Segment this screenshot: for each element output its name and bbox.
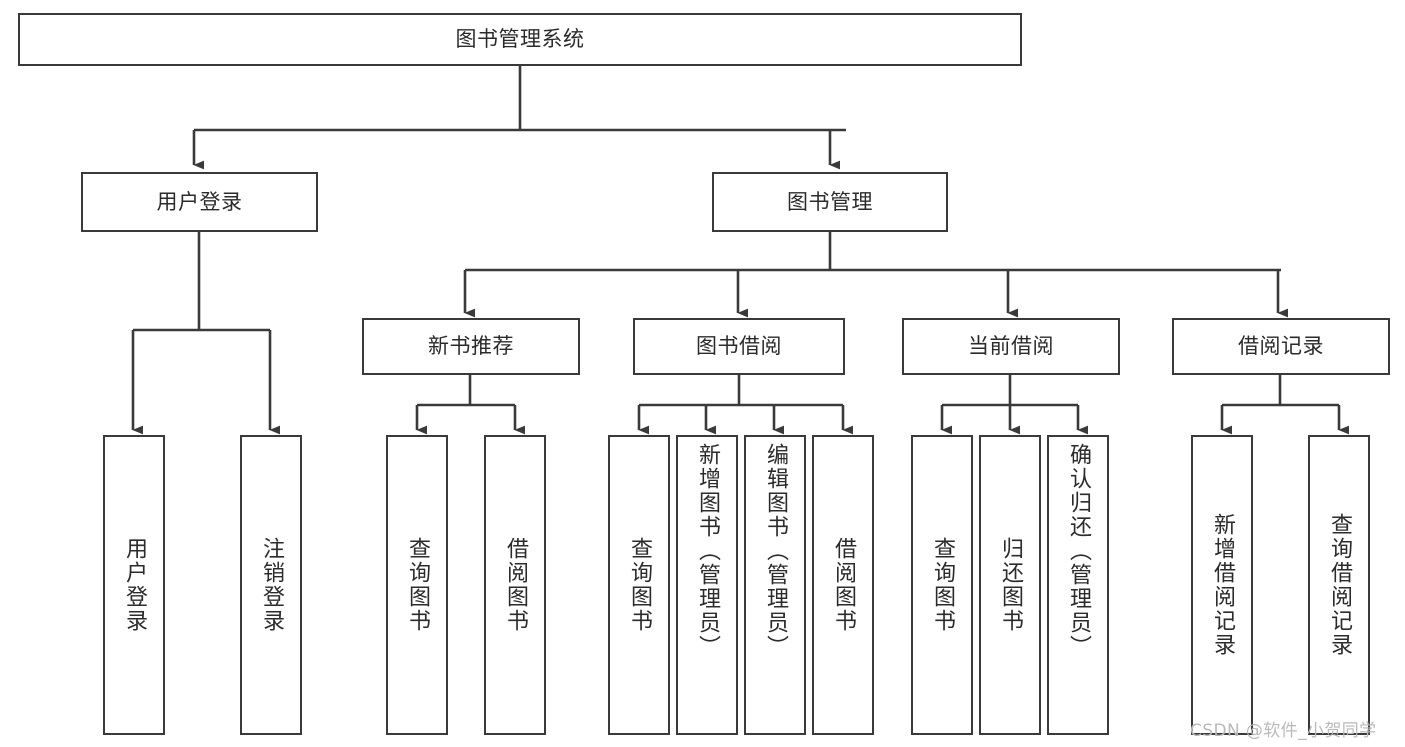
leaf-return-book[interactable]: 归还图书 <box>979 435 1041 735</box>
node-book-manage[interactable]: 图书管理 <box>712 172 948 232</box>
leaf-confirm-return-admin-label: 确认归还（管理员） <box>1066 443 1091 659</box>
leaf-query-book-1[interactable]: 查询图书 <box>386 435 448 735</box>
leaf-logout[interactable]: 注销登录 <box>240 435 302 735</box>
node-current-borrow[interactable]: 当前借阅 <box>902 318 1120 375</box>
leaf-query-book-2[interactable]: 查询图书 <box>608 435 670 735</box>
leaf-confirm-return-admin[interactable]: 确认归还（管理员） <box>1047 435 1109 735</box>
leaf-query-book-3[interactable]: 查询图书 <box>911 435 973 735</box>
leaf-query-book-2-label: 查询图书 <box>627 537 652 633</box>
leaf-borrow-book-2[interactable]: 借阅图书 <box>812 435 874 735</box>
leaf-add-borrow-record[interactable]: 新增借阅记录 <box>1191 435 1253 735</box>
node-book-borrow-label: 图书借阅 <box>696 334 782 359</box>
leaf-add-borrow-record-label: 新增借阅记录 <box>1210 513 1235 657</box>
node-user-login-label: 用户登录 <box>156 189 243 214</box>
leaf-logout-label: 注销登录 <box>259 537 284 633</box>
leaf-query-book-1-label: 查询图书 <box>405 537 430 633</box>
leaf-query-borrow-record[interactable]: 查询借阅记录 <box>1308 435 1370 735</box>
leaf-borrow-book-1-label: 借阅图书 <box>503 537 528 633</box>
node-borrow-record-label: 借阅记录 <box>1238 334 1324 359</box>
leaf-edit-book-admin[interactable]: 编辑图书（管理员） <box>744 435 806 735</box>
node-borrow-record[interactable]: 借阅记录 <box>1172 318 1390 375</box>
leaf-borrow-book-1[interactable]: 借阅图书 <box>484 435 546 735</box>
leaf-user-login-label: 用户登录 <box>122 537 147 633</box>
node-new-book-recommend-label: 新书推荐 <box>428 334 514 359</box>
leaf-return-book-label: 归还图书 <box>998 537 1023 633</box>
leaf-add-book-admin-label: 新增图书（管理员） <box>695 443 720 659</box>
leaf-query-borrow-record-label: 查询借阅记录 <box>1327 513 1352 657</box>
leaf-add-book-admin[interactable]: 新增图书（管理员） <box>676 435 738 735</box>
node-root-system[interactable]: 图书管理系统 <box>18 13 1022 66</box>
node-book-manage-label: 图书管理 <box>787 189 873 214</box>
leaf-query-book-3-label: 查询图书 <box>930 537 955 633</box>
leaf-borrow-book-2-label: 借阅图书 <box>831 537 856 633</box>
node-root-system-label: 图书管理系统 <box>455 27 585 52</box>
leaf-user-login[interactable]: 用户登录 <box>103 435 165 735</box>
leaf-edit-book-admin-label: 编辑图书（管理员） <box>763 443 788 659</box>
node-user-login[interactable]: 用户登录 <box>81 172 318 232</box>
node-new-book-recommend[interactable]: 新书推荐 <box>362 318 580 375</box>
node-book-borrow[interactable]: 图书借阅 <box>633 318 845 375</box>
node-current-borrow-label: 当前借阅 <box>968 334 1054 359</box>
